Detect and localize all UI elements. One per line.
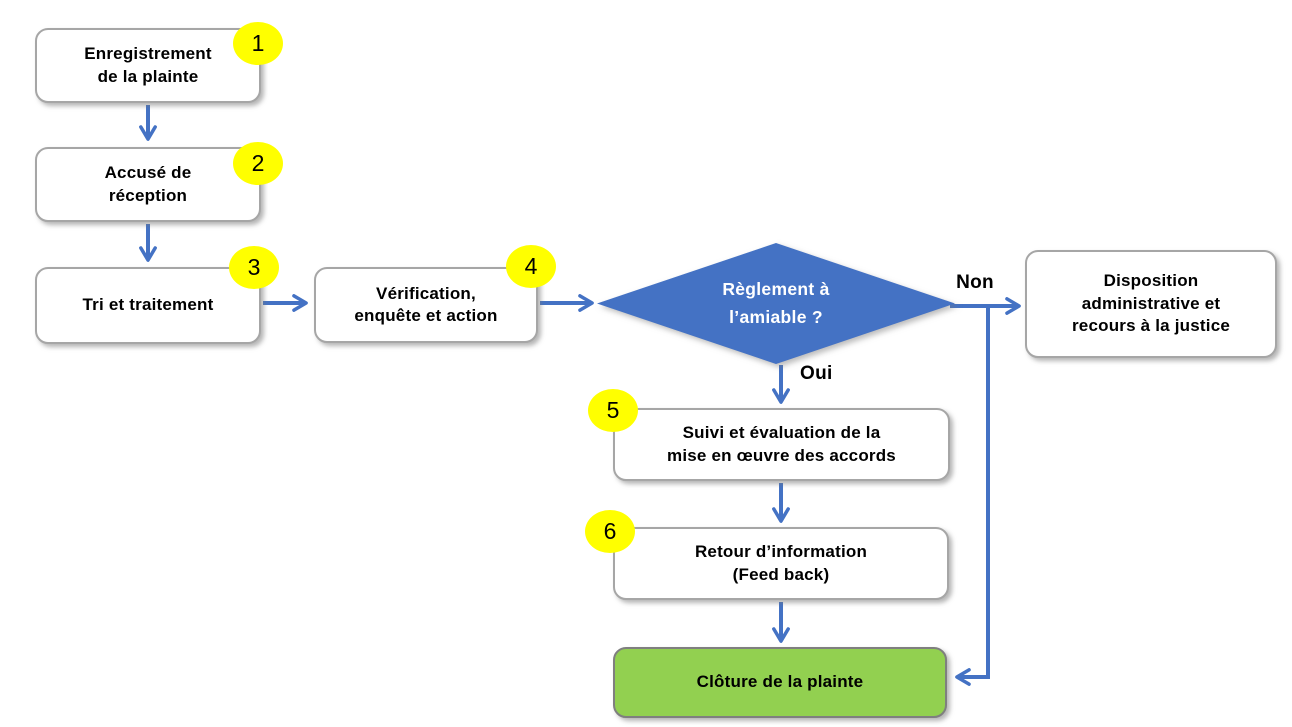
edge-label-oui: Oui <box>800 363 833 384</box>
step-1-label: Enregistrement de la plainte <box>84 44 212 86</box>
step-5-label: Suivi et évaluation de la mise en œuvre … <box>667 423 896 465</box>
disposition-label: Disposition administrative et recours à … <box>1071 271 1231 336</box>
step-3-box: Tri et traitement <box>35 267 261 344</box>
step-3-number-badge: 3 <box>229 246 279 289</box>
disposition-box: Disposition administrative et recours à … <box>1025 250 1277 358</box>
diamond-shape-icon <box>597 243 955 364</box>
step-6-number-badge: 6 <box>585 510 635 553</box>
step-5-number-badge: 5 <box>588 389 638 432</box>
arrow-non-branch-closure <box>955 306 990 686</box>
decision-diamond: Règlement à l’amiable ? <box>597 243 955 364</box>
step-4-label: Vérification, enquête et action <box>354 283 498 325</box>
step-2-number-badge: 2 <box>233 142 283 185</box>
step-4-box: Vérification, enquête et action <box>314 267 538 343</box>
step-3-label: Tri et traitement <box>82 295 214 315</box>
decision-label: Règlement à l’amiable ? <box>722 279 830 327</box>
step-5-box: Suivi et évaluation de la mise en œuvre … <box>613 408 950 481</box>
step-6-label: Retour d’information (Feed back) <box>694 542 868 584</box>
step-6-box: Retour d’information (Feed back) <box>613 527 949 600</box>
closure-label: Clôture de la plainte <box>696 672 864 692</box>
edge-label-non: Non <box>956 272 994 293</box>
closure-box: Clôture de la plainte <box>613 647 947 718</box>
step-2-label: Accusé de réception <box>104 163 192 205</box>
step-1-box: Enregistrement de la plainte <box>35 28 261 103</box>
step-2-box: Accusé de réception <box>35 147 261 222</box>
step-1-number-badge: 1 <box>233 22 283 65</box>
step-4-number-badge: 4 <box>506 245 556 288</box>
